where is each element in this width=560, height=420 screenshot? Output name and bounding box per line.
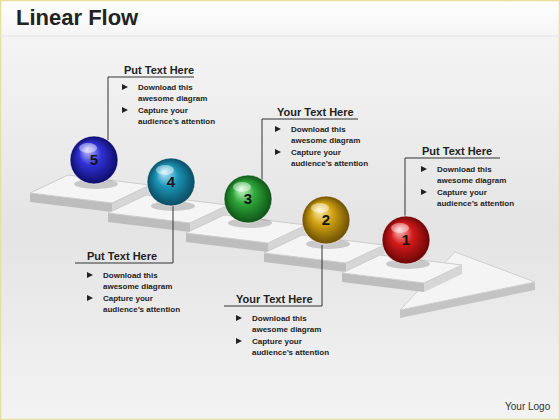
sphere [70,136,118,184]
bullet-arrow [87,295,93,301]
sphere-node: 3 [223,174,273,224]
sphere-node: 1 [381,215,431,265]
bullet-text: Download this awesome diagram [103,270,183,292]
callout-bullet: Download this awesome diagram [121,82,219,104]
heading-text: Your Text Here [236,293,313,305]
callout-bullet: Capture your audience’s attention [86,293,184,315]
logo-label: Your Logo [505,401,550,412]
callout-bullet: Capture your audience’s attention [235,336,333,358]
step-number: 2 [301,195,351,245]
leader-line [75,77,500,306]
bullet-text: Capture your audience’s attention [291,147,371,169]
callout-heading: Put Text Here [422,145,492,157]
callout-bullet: Download this awesome diagram [86,270,184,292]
heading-text: Put Text Here [87,250,157,262]
logo-text: Your Logo [505,401,550,412]
callout-bullet: Capture your audience’s attention [420,187,518,209]
bullet-arrow [122,84,128,90]
callout-heading: Put Text Here [87,250,157,262]
sphere-node: 4 [146,157,196,207]
bullet-arrow [236,315,242,321]
sphere-node: 5 [69,135,119,185]
bullet-arrow [421,166,427,172]
callout-bullet: Download this awesome diagram [235,313,333,335]
callout-bullet: Capture your audience’s attention [274,147,372,169]
bullet-arrow [87,272,93,278]
heading-text: Put Text Here [422,145,492,157]
step-number: 1 [381,215,431,265]
callout-heading: Your Text Here [277,106,354,118]
callout-heading: Your Text Here [236,293,313,305]
header-rule [0,36,560,37]
sphere [224,175,272,223]
bullet-arrow [122,107,128,113]
bullet-text: Capture your audience’s attention [252,336,332,358]
bullet-text: Download this awesome diagram [138,82,218,104]
bullet-arrow [421,189,427,195]
bullet-text: Download this awesome diagram [437,164,517,186]
heading-text: Your Text Here [277,106,354,118]
sphere [147,158,195,206]
callout-bullet: Download this awesome diagram [274,124,372,146]
step-number: 5 [69,135,119,185]
callout-bullet: Download this awesome diagram [420,164,518,186]
bullet-text: Capture your audience’s attention [103,293,183,315]
sphere-node: 2 [301,195,351,245]
callout-heading: Put Text Here [124,64,194,76]
bullet-arrow [275,126,281,132]
bullet-text: Download this awesome diagram [252,313,332,335]
bullet-text: Capture your audience’s attention [437,187,517,209]
bullet-arrow [236,338,242,344]
bullet-text: Capture your audience’s attention [138,105,218,127]
heading-text: Put Text Here [124,64,194,76]
slide-title: Linear Flow [16,5,138,31]
step-number: 3 [223,174,273,224]
sphere [302,196,350,244]
bullet-text: Download this awesome diagram [291,124,371,146]
sphere [382,216,430,264]
bullet-arrow [275,149,281,155]
step-number: 4 [146,157,196,207]
callout-bullet: Capture your audience’s attention [121,105,219,127]
